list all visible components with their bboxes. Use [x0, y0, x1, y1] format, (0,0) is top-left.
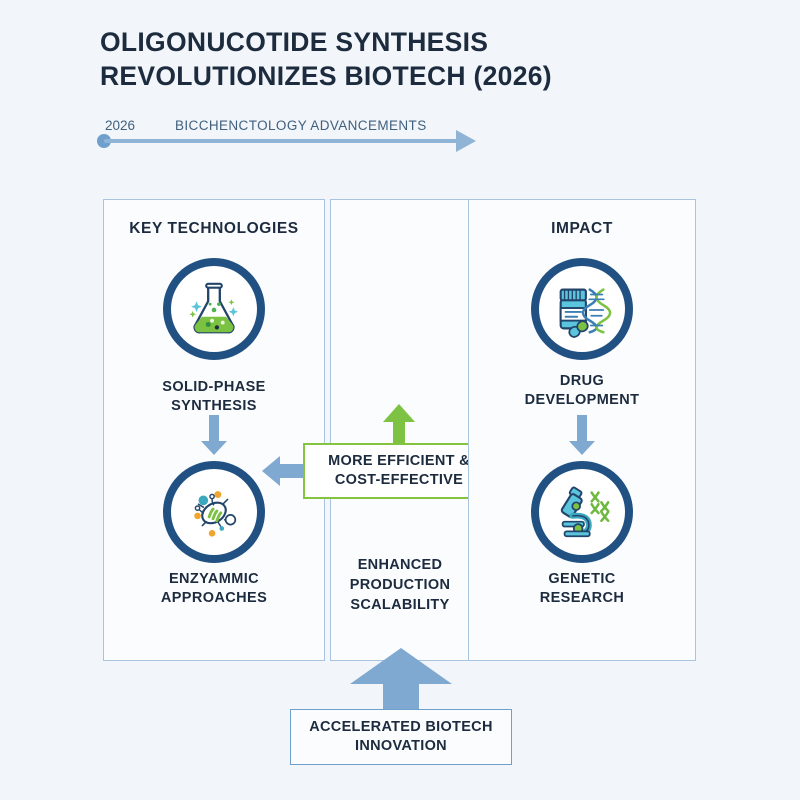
- arrow-down-right-icon: [569, 415, 595, 455]
- node-drug-development[interactable]: [531, 258, 633, 360]
- callout-more-efficient: MORE EFFICIENT & COST-EFFECTIVE: [303, 443, 495, 499]
- caption-line-2: APPROACHES: [160, 590, 268, 607]
- timeline-arrow-icon: [456, 130, 476, 152]
- note-line-1: ENHANCED: [357, 557, 443, 573]
- timeline-year: 2026: [105, 118, 136, 133]
- caption-drug-development: DRUG DEVELOPMENT: [487, 372, 677, 411]
- timeline-line: [104, 139, 464, 143]
- page-title: OLIGONUCOTIDE SYNTHESIS REVOLUTIONIZES B…: [100, 26, 700, 94]
- caption-line-2: RESEARCH: [539, 590, 625, 607]
- timeline-label: BICCHENCTOLOGY ADVANCEMENTS: [175, 118, 427, 133]
- caption-genetic-research: GENETIC RESEARCH: [487, 570, 677, 609]
- caption-line-1: SOLID-PHASE: [162, 379, 266, 395]
- arrow-down-left-icon: [201, 415, 227, 455]
- arrow-left-icon: [262, 456, 304, 486]
- microscope-icon: [551, 481, 613, 543]
- note-line-3: SCALABILITY: [350, 597, 450, 613]
- node-solid-phase-synthesis[interactable]: [163, 258, 265, 360]
- caption-line-1: DRUG: [559, 373, 605, 389]
- page-title-line-1: OLIGONUCOTIDE SYNTHESIS: [100, 27, 489, 57]
- flask-icon: [183, 278, 245, 340]
- caption-line-1: ENZYAMMIC: [168, 571, 260, 587]
- caption-solid-phase-synthesis: SOLID-PHASE SYNTHESIS: [119, 378, 309, 417]
- node-enzymatic-approaches[interactable]: [163, 461, 265, 563]
- callout-line-1: MORE EFFICIENT &: [328, 453, 470, 470]
- panel-right-heading: IMPACT: [551, 220, 613, 237]
- bottom-line-2: INNOVATION: [355, 738, 447, 754]
- panel-left-heading: KEY TECHNOLOGIES: [129, 220, 299, 237]
- callout-line-2: COST-EFFECTIVE: [334, 472, 464, 488]
- pill-bottle-dna-icon: [551, 278, 613, 340]
- bottom-callout-accelerated-innovation: ACCELERATED BIOTECH INNOVATION: [290, 709, 512, 765]
- caption-line-1: GENETIC: [548, 571, 616, 587]
- page-title-line-2: REVOLUTIONIZES BIOTECH (2026): [100, 60, 552, 91]
- bottom-line-1: ACCELERATED BIOTECH: [309, 718, 493, 735]
- note-line-2: PRODUCTION: [349, 577, 451, 593]
- node-genetic-research[interactable]: [531, 461, 633, 563]
- caption-line-2: DEVELOPMENT: [524, 392, 640, 409]
- arrow-up-large-icon: [350, 648, 452, 711]
- arrow-up-green-icon: [383, 404, 415, 446]
- caption-line-2: SYNTHESIS: [171, 398, 257, 415]
- caption-enzymatic-approaches: ENZYAMMIC APPROACHES: [119, 570, 309, 609]
- note-enhanced-production-scalability: ENHANCED PRODUCTION SCALABILITY: [330, 555, 470, 615]
- microbe-icon: [183, 481, 245, 543]
